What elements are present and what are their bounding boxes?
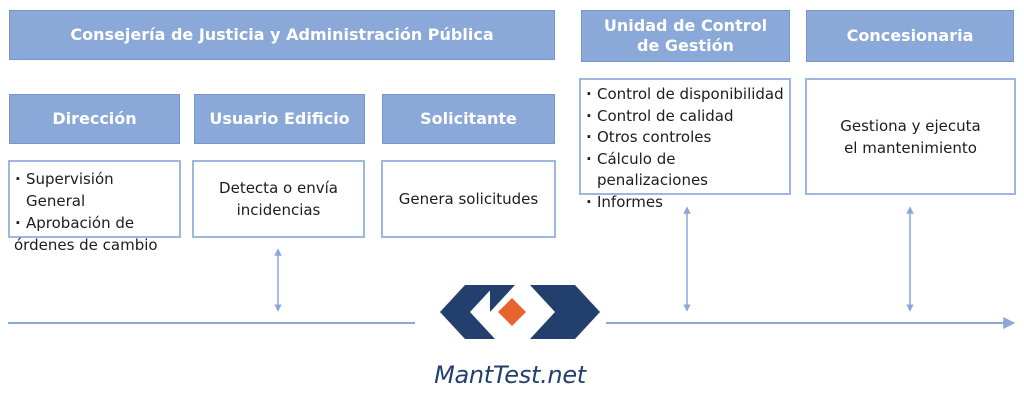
- unidad-item-disponibilidad: Control de disponibilidad: [585, 84, 785, 106]
- unidad-item-otros: Otros controles: [585, 127, 785, 149]
- header-unidad-control: Unidad de Control de Gestión: [581, 10, 790, 62]
- concesionaria-line1: Gestiona y ejecuta: [840, 116, 981, 135]
- box-unidad-control: Control de disponibilidad Control de cal…: [579, 78, 791, 213]
- header-direccion: Dirección: [9, 94, 180, 144]
- direccion-item-aprobacion-line2: órdenes de cambio: [14, 236, 158, 254]
- usuario-line1: Detecta o envía: [219, 179, 338, 197]
- header-usuario-edificio: Usuario Edificio: [194, 94, 365, 144]
- concesionaria-line2: el mantenimiento: [844, 138, 977, 157]
- usuario-line2: incidencias: [236, 201, 321, 219]
- manttest-logo-icon: [440, 285, 600, 339]
- brand-name: MantTest.net: [434, 361, 586, 389]
- header-solicitante: Solicitante: [382, 94, 555, 144]
- direccion-item-aprobacion-line1: Aprobación de: [26, 214, 135, 232]
- header-concesionaria: Concesionaria: [806, 10, 1014, 62]
- unidad-item-penalizaciones: Cálculo de penalizaciones: [585, 149, 785, 192]
- solicitante-text: Genera solicitudes: [398, 190, 539, 208]
- box-solicitante: Genera solicitudes: [381, 160, 556, 238]
- header-unidad-line1: Unidad de Control: [603, 16, 768, 35]
- box-direccion: Supervisión General Aprobación de órdene…: [8, 160, 181, 254]
- unidad-item-calidad: Control de calidad: [585, 106, 785, 128]
- unidad-item-informes: Informes: [585, 192, 785, 214]
- box-usuario-edificio: Detecta o envía incidencias: [192, 160, 365, 238]
- header-unidad-line2: de Gestión: [637, 36, 734, 55]
- box-concesionaria: Gestiona y ejecuta el mantenimiento: [805, 78, 1016, 195]
- header-consejeria: Consejería de Justicia y Administración …: [9, 10, 555, 60]
- direccion-item-aprobacion: Aprobación de órdenes de cambio: [14, 212, 175, 256]
- direccion-item-supervision: Supervisión General: [14, 168, 175, 212]
